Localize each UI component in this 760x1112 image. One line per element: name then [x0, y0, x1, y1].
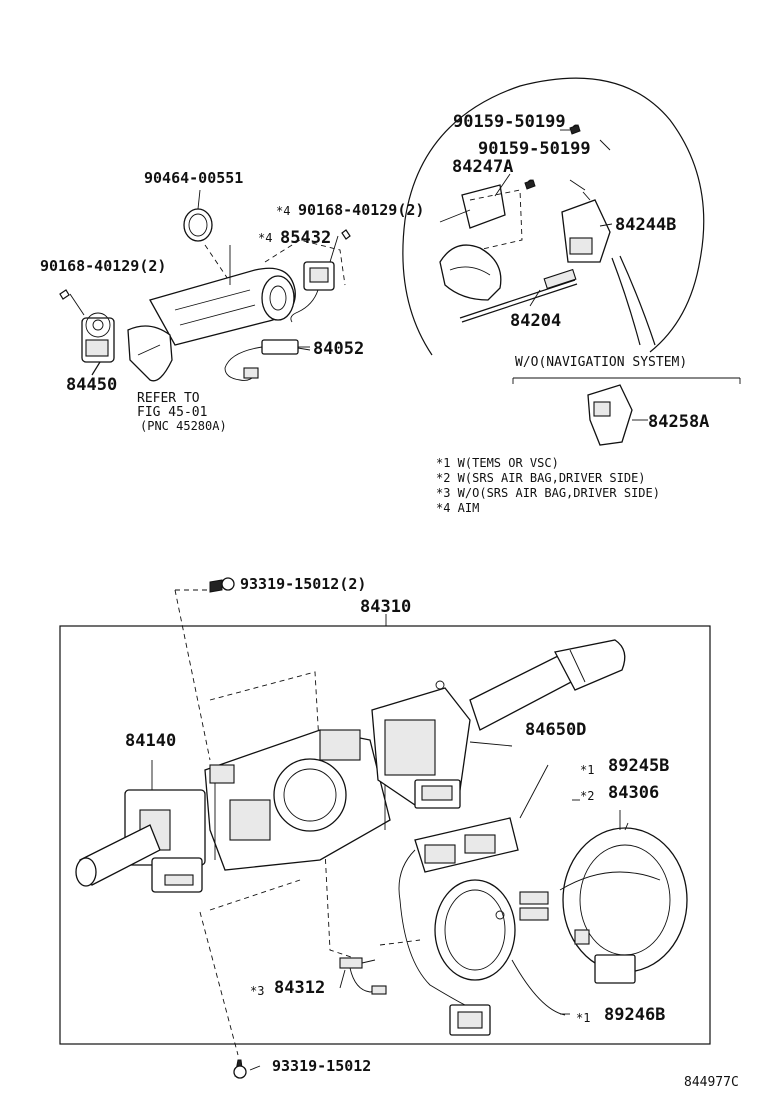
mark-1b: *1 — [576, 1011, 590, 1025]
mark-1a: *1 — [580, 763, 594, 777]
mark-4a: *4 — [276, 204, 290, 218]
note-4: *4 AIM — [436, 501, 479, 515]
label-84052: 84052 — [313, 339, 364, 359]
note-3: *3 W/O(SRS AIR BAG,DRIVER SIDE) — [436, 486, 660, 500]
label-84258a: 84258A — [648, 412, 709, 432]
refer-line-1: REFER TO — [137, 391, 200, 406]
label-84306: 84306 — [608, 783, 659, 803]
label-90159-50199-a: 90159-50199 — [453, 112, 566, 132]
label-93319-15012: 93319-15012 — [272, 1057, 371, 1075]
label-84310: 84310 — [360, 597, 411, 617]
label-84204: 84204 — [510, 311, 561, 331]
label-84450: 84450 — [66, 375, 117, 395]
label-84140: 84140 — [125, 731, 176, 751]
label-84312: 84312 — [274, 978, 325, 998]
label-84650d: 84650D — [525, 720, 586, 740]
steering-column-assembly — [59, 189, 351, 382]
wo-navigation-label: W/O(NAVIGATION SYSTEM) — [515, 355, 687, 370]
diagram-code: 844977C — [684, 1075, 739, 1090]
assembly-frame — [59, 625, 711, 1045]
label-90168-40129: 90168-40129(2) — [40, 257, 166, 275]
screw-upper-icon — [569, 124, 581, 135]
wo-navigation-section: W/O(NAVIGATION SYSTEM) — [512, 355, 741, 446]
bolts — [209, 124, 581, 1079]
refer-line-3: (PNC 45280A) — [140, 419, 227, 433]
bolt-top-icon — [209, 579, 223, 593]
mark-4b: *4 — [258, 231, 272, 245]
label-84244b: 84244B — [615, 215, 676, 235]
label-89246b: 89246B — [604, 1005, 665, 1025]
label-90159-50199-b: 90159-50199 — [478, 139, 591, 159]
screw-lower-icon — [524, 179, 536, 190]
label-85432: 85432 — [280, 228, 331, 248]
mark-3: *3 — [250, 984, 264, 998]
label-90168-40129-aim: 90168-40129(2) — [298, 201, 424, 219]
mark-2: *2 — [580, 789, 594, 803]
refer-line-2: FIG 45-01 — [137, 405, 207, 420]
steering-wheel-outline — [402, 77, 705, 356]
steering-wheel-subassembly — [402, 77, 705, 356]
note-1: *1 W(TEMS OR VSC) — [436, 456, 559, 470]
leader-lines — [229, 129, 621, 1071]
part-labels: 90159-50199 90159-50199 84247A 84244B 84… — [40, 112, 739, 1090]
label-89245b: 89245B — [608, 756, 669, 776]
label-84247a: 84247A — [452, 157, 513, 177]
note-2: *2 W(SRS AIR BAG,DRIVER SIDE) — [436, 471, 646, 485]
label-90464-00551: 90464-00551 — [144, 169, 243, 187]
label-93319-15012-2: 93319-15012(2) — [240, 575, 366, 593]
combination-switch-assembly — [59, 589, 711, 1056]
